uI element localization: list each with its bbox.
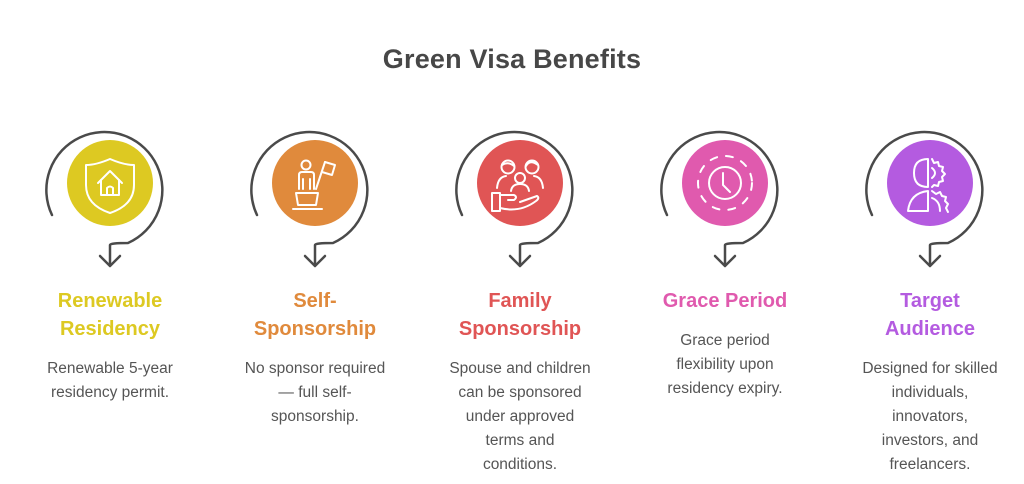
step-description: Spouse and children can be sponsored und… — [420, 357, 620, 477]
description-line: sponsorship. — [271, 408, 359, 425]
description-line: freelancers. — [889, 456, 971, 473]
heading-line: Sponsorship — [253, 318, 377, 340]
shield-house-icon — [85, 158, 135, 214]
step-heading: Target Audience — [830, 287, 1024, 343]
description-line: innovators, — [892, 408, 968, 425]
description-line: investors, and — [881, 432, 979, 449]
step-heading: Grace Period — [625, 287, 825, 315]
step-heading: Renewable Residency — [10, 287, 210, 343]
description-line: residency permit. — [50, 384, 169, 401]
icon-circle — [887, 140, 973, 226]
heading-line: Target — [900, 290, 960, 312]
description-line: Grace period — [680, 332, 770, 349]
icon-circle — [682, 140, 768, 226]
description-line: Renewable 5-year — [47, 360, 173, 377]
step-heading: Self- Sponsorship — [215, 287, 415, 343]
heading-line: Sponsorship — [458, 318, 582, 340]
heading-line: Renewable — [57, 290, 163, 312]
person-podium-flag-icon — [292, 159, 336, 210]
step-description: Renewable 5-year residency permit. — [10, 357, 210, 405]
step-description: Grace period flexibility upon residency … — [625, 329, 825, 401]
step-heading: Family Sponsorship — [420, 287, 620, 343]
heading-line: Self- — [293, 290, 337, 312]
curved-arrow-icon — [660, 130, 779, 267]
heading-line: Residency — [59, 318, 161, 340]
description-line: can be sponsored — [458, 384, 582, 401]
description-line: Spouse and children — [449, 360, 591, 377]
description-line: conditions. — [482, 456, 558, 473]
curved-arrow-icon — [250, 130, 369, 267]
step-graphic — [250, 130, 369, 268]
step-description: No sponsor required — full self- sponsor… — [215, 357, 415, 429]
description-line: under approved — [465, 408, 575, 425]
description-line: Designed for skilled — [862, 360, 998, 377]
step-graphic — [865, 130, 984, 268]
heading-line: Audience — [884, 318, 976, 340]
icon-circle — [67, 140, 153, 226]
curved-arrow-icon — [455, 130, 574, 267]
description-line: terms and — [485, 432, 555, 449]
heading-line: Grace Period — [662, 290, 788, 312]
description-line: — full self- — [278, 384, 352, 401]
step-graphic — [660, 130, 779, 268]
page-title: Green Visa Benefits — [382, 44, 642, 74]
curved-arrow-icon — [45, 130, 164, 267]
curved-arrow-icon — [865, 130, 984, 267]
family-hand-icon — [491, 159, 544, 212]
clock-icon — [697, 155, 753, 211]
description-line: residency expiry. — [667, 380, 783, 397]
description-line: No sponsor required — [244, 360, 386, 377]
step-graphic — [45, 130, 164, 268]
step-description: Designed for skilled individuals, innova… — [830, 357, 1024, 477]
description-line: flexibility upon — [676, 356, 774, 373]
description-line: individuals, — [891, 384, 969, 401]
heading-line: Family — [488, 290, 552, 312]
step-graphic — [455, 130, 574, 268]
person-gear-icon — [907, 158, 949, 213]
